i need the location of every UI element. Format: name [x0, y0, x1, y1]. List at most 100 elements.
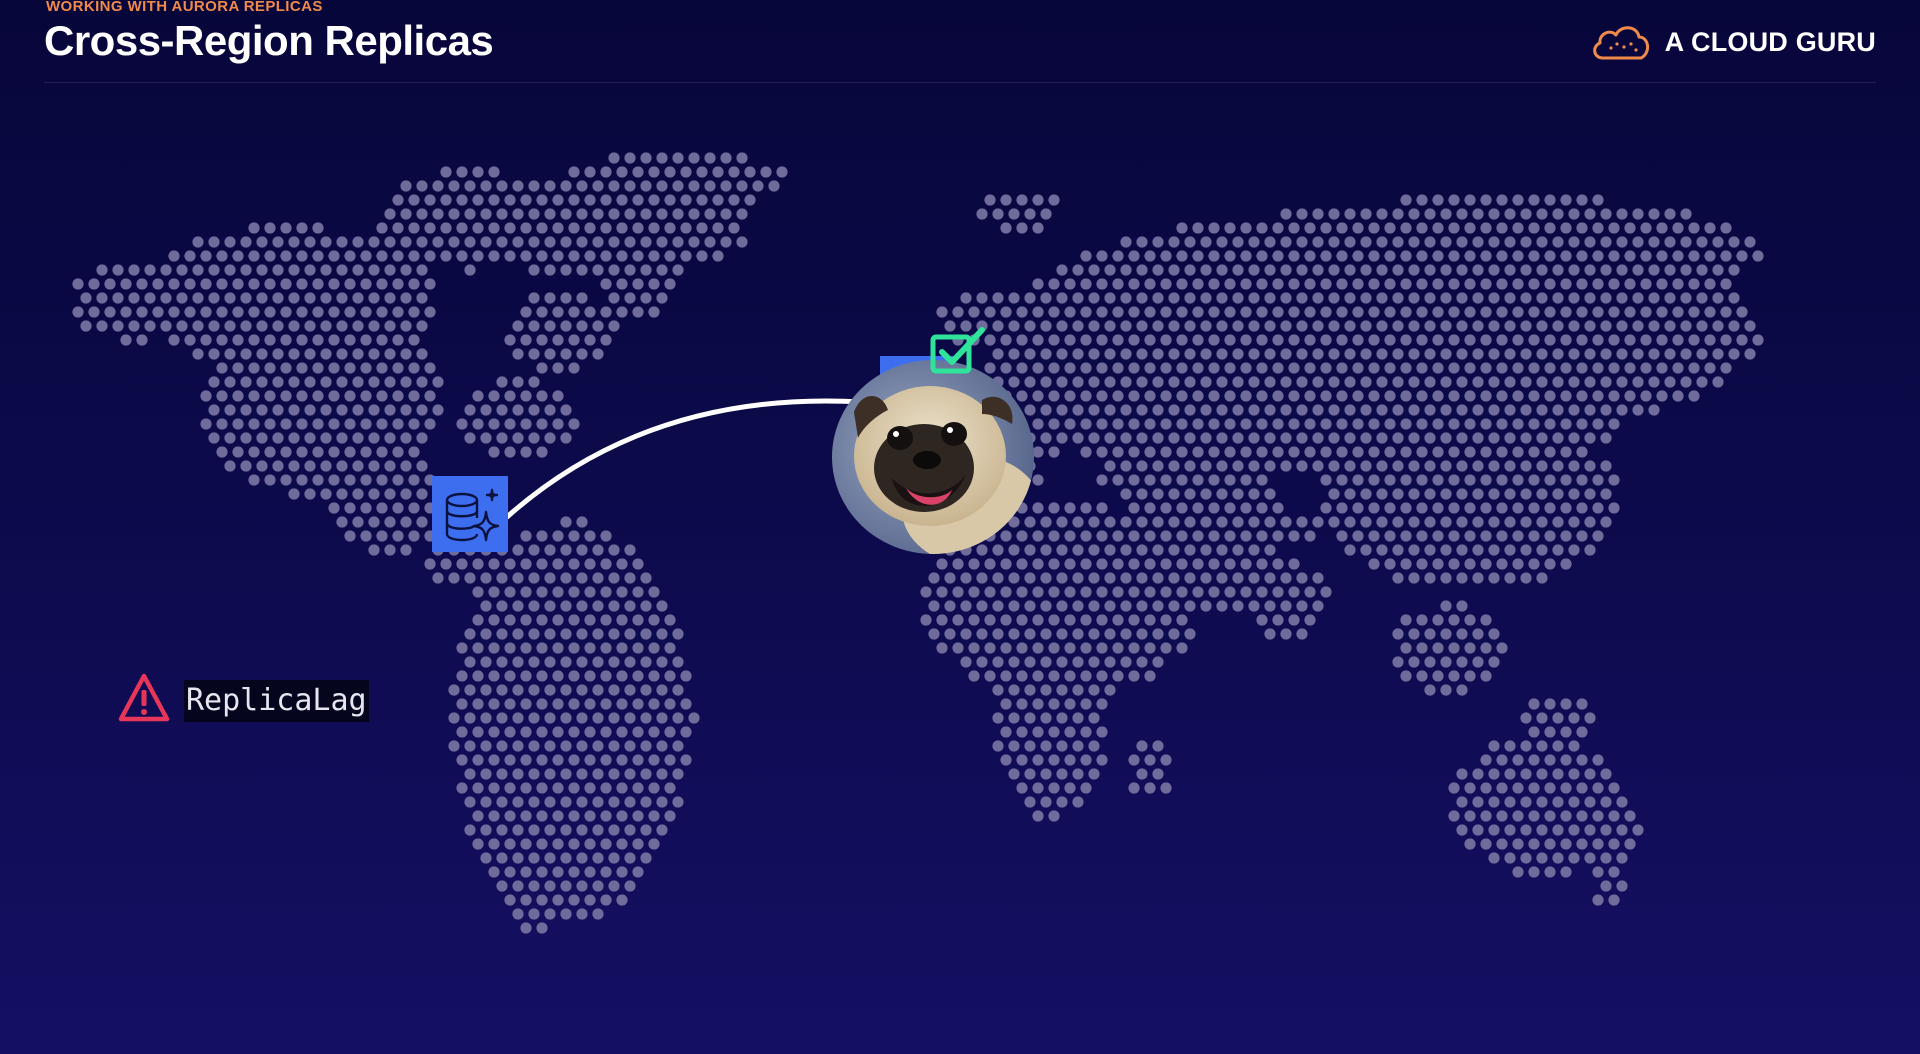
map-dot	[1080, 250, 1092, 262]
map-dot	[928, 572, 940, 584]
map-dot	[504, 754, 516, 766]
map-dot	[1560, 418, 1572, 430]
map-dot	[576, 880, 588, 892]
map-dot	[1704, 306, 1716, 318]
map-dot	[1128, 642, 1140, 654]
map-dot	[1296, 600, 1308, 612]
map-dot	[1512, 810, 1524, 822]
map-dot	[592, 208, 604, 220]
map-dot	[280, 334, 292, 346]
map-dot	[624, 152, 636, 164]
map-dot	[584, 698, 596, 710]
map-dot	[1216, 348, 1228, 360]
map-dot	[512, 740, 524, 752]
map-dot	[1392, 656, 1404, 668]
map-dot	[224, 460, 236, 472]
map-dot	[1160, 306, 1172, 318]
map-dot	[1176, 278, 1188, 290]
map-dot	[680, 250, 692, 262]
map-dot	[1744, 348, 1756, 360]
map-dot	[536, 306, 548, 318]
map-dot	[1184, 488, 1196, 500]
map-dot	[1528, 866, 1540, 878]
map-dot	[1128, 614, 1140, 626]
map-dot	[1232, 292, 1244, 304]
map-dot	[1408, 628, 1420, 640]
map-dot	[944, 320, 956, 332]
map-dot	[480, 740, 492, 752]
map-dot	[1432, 502, 1444, 514]
map-dot	[1088, 292, 1100, 304]
map-dot	[440, 194, 452, 206]
map-dot	[552, 838, 564, 850]
map-dot	[1280, 432, 1292, 444]
map-dot	[1080, 558, 1092, 570]
map-dot	[296, 362, 308, 374]
map-dot	[1448, 614, 1460, 626]
map-dot	[1440, 516, 1452, 528]
map-dot	[440, 558, 452, 570]
map-dot	[1480, 390, 1492, 402]
map-dot	[504, 894, 516, 906]
map-dot	[288, 320, 300, 332]
map-dot	[1360, 488, 1372, 500]
map-dot	[288, 404, 300, 416]
primary-database-icon[interactable]	[432, 476, 508, 552]
map-dot	[1144, 614, 1156, 626]
map-dot	[1088, 544, 1100, 556]
map-dot	[560, 768, 572, 780]
map-dot	[648, 838, 660, 850]
map-dot	[1016, 558, 1028, 570]
map-dot	[1568, 740, 1580, 752]
map-dot	[1144, 390, 1156, 402]
map-dot	[1328, 404, 1340, 416]
map-dot	[360, 306, 372, 318]
map-dot	[1000, 698, 1012, 710]
map-dot	[1184, 628, 1196, 640]
map-dot	[256, 404, 268, 416]
map-dot	[1000, 586, 1012, 598]
map-dot	[576, 684, 588, 696]
map-dot	[1264, 292, 1276, 304]
map-dot	[1184, 544, 1196, 556]
map-dot	[1560, 334, 1572, 346]
map-dot	[1408, 348, 1420, 360]
map-dot	[1536, 852, 1548, 864]
map-dot	[336, 348, 348, 360]
map-dot	[1040, 600, 1052, 612]
map-dot	[1456, 264, 1468, 276]
map-dot	[248, 474, 260, 486]
map-dot	[1488, 656, 1500, 668]
map-dot	[1088, 740, 1100, 752]
map-dot	[1200, 460, 1212, 472]
map-dot	[1632, 292, 1644, 304]
map-dot	[1208, 362, 1220, 374]
map-dot	[616, 754, 628, 766]
map-dot	[408, 278, 420, 290]
map-dot	[952, 614, 964, 626]
map-dot	[312, 334, 324, 346]
map-dot	[992, 348, 1004, 360]
map-dot	[1344, 516, 1356, 528]
map-dot	[1088, 656, 1100, 668]
map-dot	[1616, 404, 1628, 416]
map-dot	[720, 180, 732, 192]
map-dot	[1400, 558, 1412, 570]
map-dot	[1136, 264, 1148, 276]
map-dot	[1144, 502, 1156, 514]
map-dot	[1176, 334, 1188, 346]
map-dot	[1312, 208, 1324, 220]
map-dot	[512, 600, 524, 612]
map-dot	[1440, 656, 1452, 668]
map-dot	[1600, 768, 1612, 780]
map-dot	[1584, 768, 1596, 780]
map-dot	[1592, 754, 1604, 766]
map-dot	[392, 250, 404, 262]
map-dot	[1032, 194, 1044, 206]
map-dot	[376, 418, 388, 430]
map-dot	[512, 824, 524, 836]
map-dot	[1536, 460, 1548, 472]
map-dot	[1392, 264, 1404, 276]
map-dot	[1040, 768, 1052, 780]
map-dot	[1128, 502, 1140, 514]
